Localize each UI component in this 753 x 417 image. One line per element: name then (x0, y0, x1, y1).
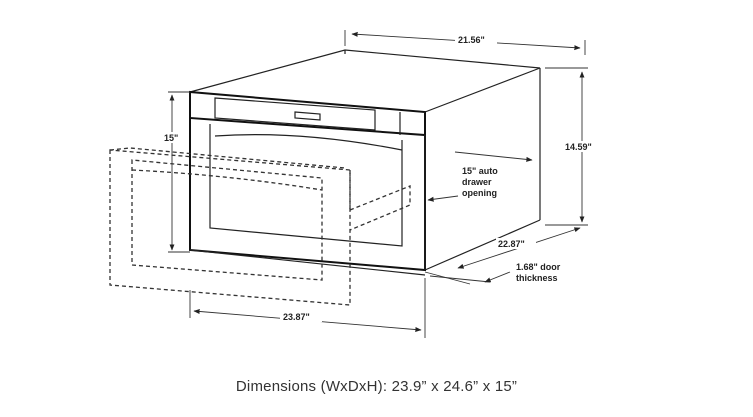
appliance-body (189, 49, 541, 276)
dimension-height-left: 15" (162, 91, 190, 253)
open-drawer-outline (109, 147, 411, 306)
width-top-label: 21.56" (458, 35, 485, 45)
door-thickness-label-line1: 1.68" door (516, 262, 561, 272)
height-right-label: 14.59" (565, 142, 592, 152)
dimensions-caption: Dimensions (WxDxH): 23.9” x 24.6” x 15” (235, 378, 518, 395)
drawer-opening-label-line3: opening (462, 188, 497, 198)
height-left-label: 15" (164, 133, 178, 143)
dimension-width-bottom: 23.87" (189, 278, 426, 338)
dimension-door-thickness: 1.68" door thickness (424, 262, 561, 285)
drawer-opening-label-line2: drawer (462, 177, 492, 187)
drawer-opening-label-line1: 15" auto (462, 166, 498, 176)
depth-label: 22.87" (498, 239, 525, 249)
dimension-height-right: 14.59" (545, 67, 600, 226)
dimension-depth: 22.87" (457, 227, 581, 269)
door-thickness-label-line2: thickness (516, 273, 558, 283)
width-bottom-label: 23.87" (283, 312, 310, 322)
dimension-drawer-opening: 15" auto drawer opening (427, 151, 533, 202)
dimension-width-top: 21.56" (344, 30, 586, 55)
